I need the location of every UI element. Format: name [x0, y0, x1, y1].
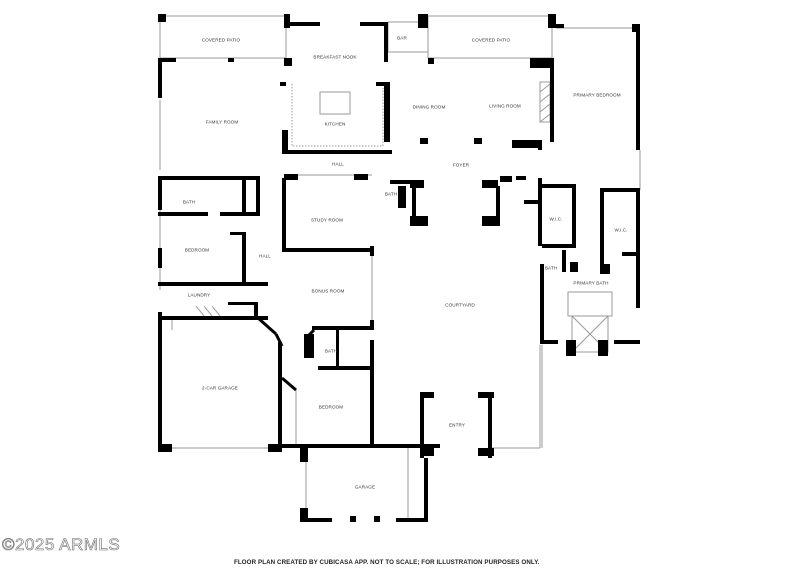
room-label-garage: GARAGE	[354, 484, 376, 490]
room-label-bath-bottom: BATH	[324, 348, 338, 354]
room-label-two-car-garage: 2-CAR GARAGE	[202, 385, 238, 391]
room-label-primary-bedroom: PRIMARY BEDROOM	[573, 92, 621, 98]
room-label-bar: BAR	[397, 35, 407, 41]
room-label-kitchen: KITCHEN	[324, 121, 346, 127]
room-label-bedroom-left: BEDROOM	[184, 247, 210, 253]
room-label-family-room: FAMILY ROOM	[205, 119, 239, 125]
room-label-laundry: LAUNDRY	[187, 292, 211, 298]
room-label-entry: ENTRY	[449, 422, 465, 428]
room-label-courtyard: COURTYARD	[445, 302, 475, 308]
room-label-covered-patio-right: COVERED PATIO	[471, 37, 511, 43]
room-label-breakfast-nook: BREAKFAST NOOK	[313, 54, 357, 60]
copyright-watermark: ©2025 ARMLS	[2, 535, 121, 555]
room-label-bedroom-bottom: BEDROOM	[318, 404, 344, 410]
room-label-foyer: FOYER	[452, 162, 470, 168]
room-label-hall-left: HALL	[259, 253, 271, 259]
room-label-bath-left: BATH	[182, 199, 196, 205]
room-label-wic-right: W.I.C.	[614, 227, 628, 233]
room-label-covered-patio-left: COVERED PATIO	[201, 37, 241, 43]
room-label-hall-top: HALL	[332, 161, 344, 167]
room-label-wic-left: W.I.C.	[549, 216, 563, 222]
room-label-primary-bath: PRIMARY BATH	[573, 280, 609, 286]
room-label-bath-primary-small: BATH	[544, 265, 558, 271]
room-label-study-room: STUDY ROOM	[310, 217, 344, 223]
room-label-bath-mid: BATH	[384, 191, 398, 197]
footer-disclaimer: FLOOR PLAN CREATED BY CUBICASA APP. NOT …	[234, 559, 540, 566]
room-label-bonus-room: BONUS ROOM	[311, 288, 345, 294]
room-label-dining-room: DINING ROOM	[412, 104, 446, 110]
room-label-living-room: LIVING ROOM	[489, 103, 521, 109]
